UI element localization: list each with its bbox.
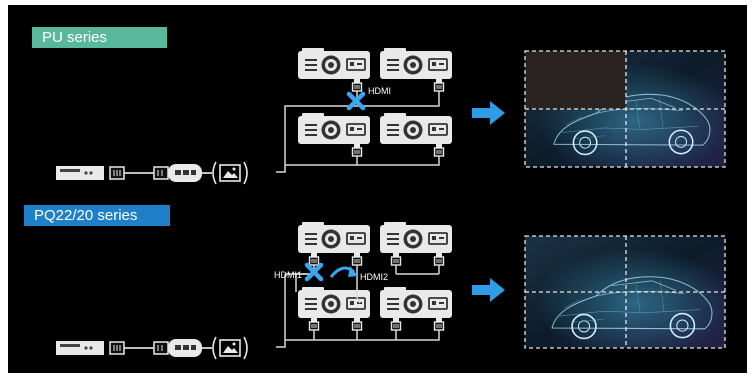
right-arrow-icon [472, 278, 505, 302]
hdmi-plug-icon [351, 317, 363, 331]
hdmi-plug-icon [433, 252, 445, 266]
port-label-hdmi2: HDMI2 [360, 272, 389, 282]
projector-icon [379, 221, 453, 254]
curved-arrow-icon [329, 266, 358, 278]
projector-icon [379, 112, 453, 145]
port-label-hdmi1: HDMI1 [274, 270, 303, 280]
projector-icon [297, 112, 371, 145]
hdmi-plug-icon [433, 317, 445, 331]
section-pq [55, 221, 726, 360]
projector-icon [297, 47, 371, 80]
projector-icon [297, 221, 371, 254]
hdmi-plug-icon [351, 78, 363, 92]
hdmi-plug-icon [390, 252, 402, 266]
hdmi-plug-icon [390, 317, 402, 331]
section-title-pq: PQ22/20 series [24, 205, 170, 226]
source-chain [55, 161, 248, 185]
hdmi-plug-icon [308, 252, 320, 266]
hdmi-plug-icon [433, 78, 445, 92]
projector-icon [379, 286, 453, 319]
hdmi-plug-icon [351, 143, 363, 157]
port-label-hdmi: HDMI [368, 86, 391, 96]
hdmi-plug-icon [351, 252, 363, 266]
projector-icon [379, 47, 453, 80]
hdmi-plug-icon [433, 143, 445, 157]
hdmi-plug-icon [308, 317, 320, 331]
video-wall-image [524, 50, 726, 168]
section-title-pu: PU series [32, 27, 167, 48]
source-chain [55, 336, 248, 360]
section-pu [55, 47, 726, 185]
video-wall-image [524, 235, 726, 349]
right-arrow-icon [472, 101, 505, 125]
